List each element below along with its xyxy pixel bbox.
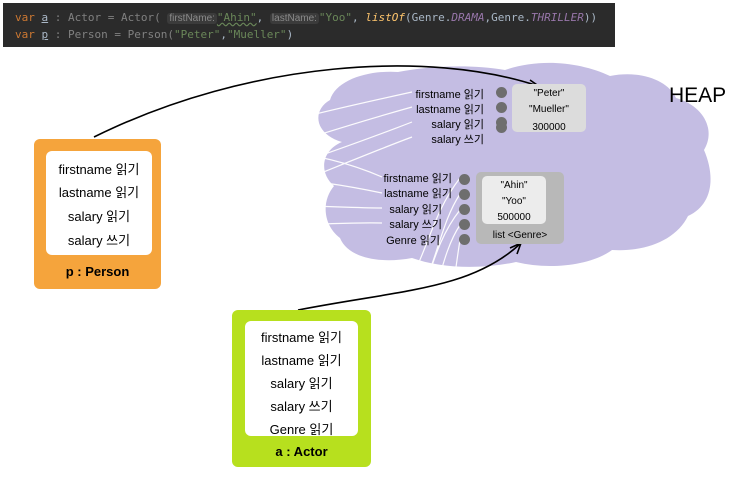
- heap-value-genre-list: list <Genre>: [492, 230, 548, 241]
- heap-label: lastname 읽기: [416, 104, 484, 116]
- person-reference-card: firstname 읽기 lastname 읽기 salary 읽기 salar…: [34, 139, 161, 289]
- connector-lines: [153, 91, 461, 430]
- method-dot: [459, 204, 470, 215]
- method-dot: [496, 122, 507, 133]
- reference-arrow-a: [297, 243, 521, 311]
- code-line-2: var p : Person = Person("Peter","Mueller…: [15, 28, 294, 41]
- heap-label: salary 읽기: [431, 119, 484, 131]
- heap-label: salary 읽기: [389, 204, 442, 216]
- heap-values-box: "Peter" "Mueller" 300000: [512, 84, 586, 133]
- actor-row: lastname 읽기: [261, 353, 342, 368]
- person-caption: p : Person: [65, 264, 130, 279]
- heap-value-lastname: "Mueller": [529, 104, 569, 115]
- heap-value-firstname: "Ahin": [500, 180, 528, 191]
- heap-blob: [318, 62, 711, 267]
- actor-reference-card: firstname 읽기 lastname 읽기 salary 읽기 salar…: [232, 310, 371, 467]
- heap-values-box: "Ahin" "Yoo" 500000 list <Genre>: [476, 172, 564, 244]
- actor-caption: a : Actor: [275, 444, 328, 459]
- person-row: lastname 읽기: [58, 185, 140, 200]
- heap-label: lastname 읽기: [384, 188, 452, 200]
- heap-label: salary 쓰기: [389, 219, 442, 231]
- reference-arrow-p: [93, 65, 539, 138]
- method-dot: [496, 102, 507, 113]
- heap-value-firstname: "Peter": [533, 88, 565, 99]
- person-method-list: firstname 읽기 lastname 읽기 salary 읽기 salar…: [46, 151, 152, 255]
- heap-inner-values: "Ahin" "Yoo" 500000: [482, 176, 546, 224]
- method-dot: [459, 234, 470, 245]
- actor-row: Genre 읽기: [269, 422, 334, 437]
- method-dot: [459, 174, 470, 185]
- actor-row: salary 읽기: [270, 376, 333, 391]
- heap-title: HEAP: [669, 84, 727, 107]
- heap-value-salary: 500000: [497, 212, 531, 223]
- heap-label: firstname 읽기: [415, 89, 484, 101]
- actor-row: salary 쓰기: [270, 399, 333, 414]
- code-line-1: var a : Actor = Actor( firstName:"Ahin",…: [15, 11, 598, 24]
- heap-label: salary 쓰기: [431, 134, 484, 146]
- person-row: salary 쓰기: [67, 233, 131, 248]
- method-dot: [496, 87, 507, 98]
- heap-value-lastname: "Yoo": [502, 196, 526, 207]
- person-row: salary 읽기: [67, 209, 131, 224]
- heap-value-salary: 300000: [532, 122, 566, 133]
- person-row: firstname 읽기: [58, 162, 140, 177]
- heap-label: firstname 읽기: [383, 173, 452, 185]
- actor-row: firstname 읽기: [261, 330, 342, 345]
- code-snippet: var a : Actor = Actor( firstName:"Ahin",…: [3, 3, 615, 47]
- heap-label: Genre 읽기: [386, 235, 440, 247]
- method-dot: [459, 219, 470, 230]
- actor-method-list: firstname 읽기 lastname 읽기 salary 읽기 salar…: [245, 321, 358, 437]
- method-dot: [459, 189, 470, 200]
